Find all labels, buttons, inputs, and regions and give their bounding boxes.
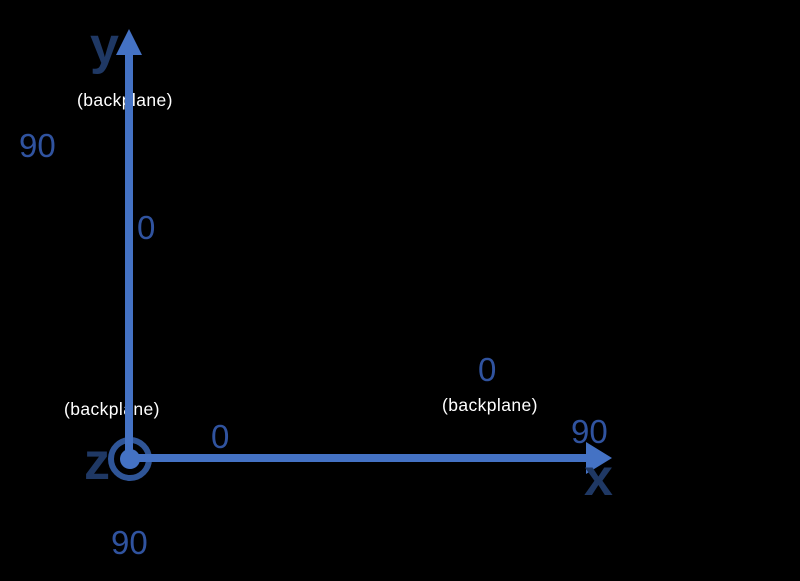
backplane-annotation-origin: (backplane) — [64, 399, 160, 419]
right-value-0: 0 — [478, 351, 497, 388]
x-axis-value-90: 90 — [571, 413, 608, 450]
y-axis-value-0: 0 — [137, 209, 156, 246]
x-axis-line — [130, 454, 588, 462]
z-axis-value-90: 90 — [111, 524, 148, 561]
y-axis-arrowhead-icon — [116, 29, 142, 55]
origin-dot-icon — [120, 449, 140, 469]
y-axis-line — [125, 50, 133, 460]
y-axis-value-90: 90 — [19, 127, 56, 164]
x-axis-arrowhead-icon — [586, 442, 612, 474]
backplane-annotation-right: (backplane) — [442, 395, 538, 415]
x-axis-label: x — [584, 449, 613, 507]
y-axis-label: y — [90, 17, 119, 75]
x-axis-value-0: 0 — [211, 418, 230, 455]
z-axis-label: z — [84, 433, 110, 491]
backplane-annotation-top: (backplane) — [77, 91, 173, 110]
